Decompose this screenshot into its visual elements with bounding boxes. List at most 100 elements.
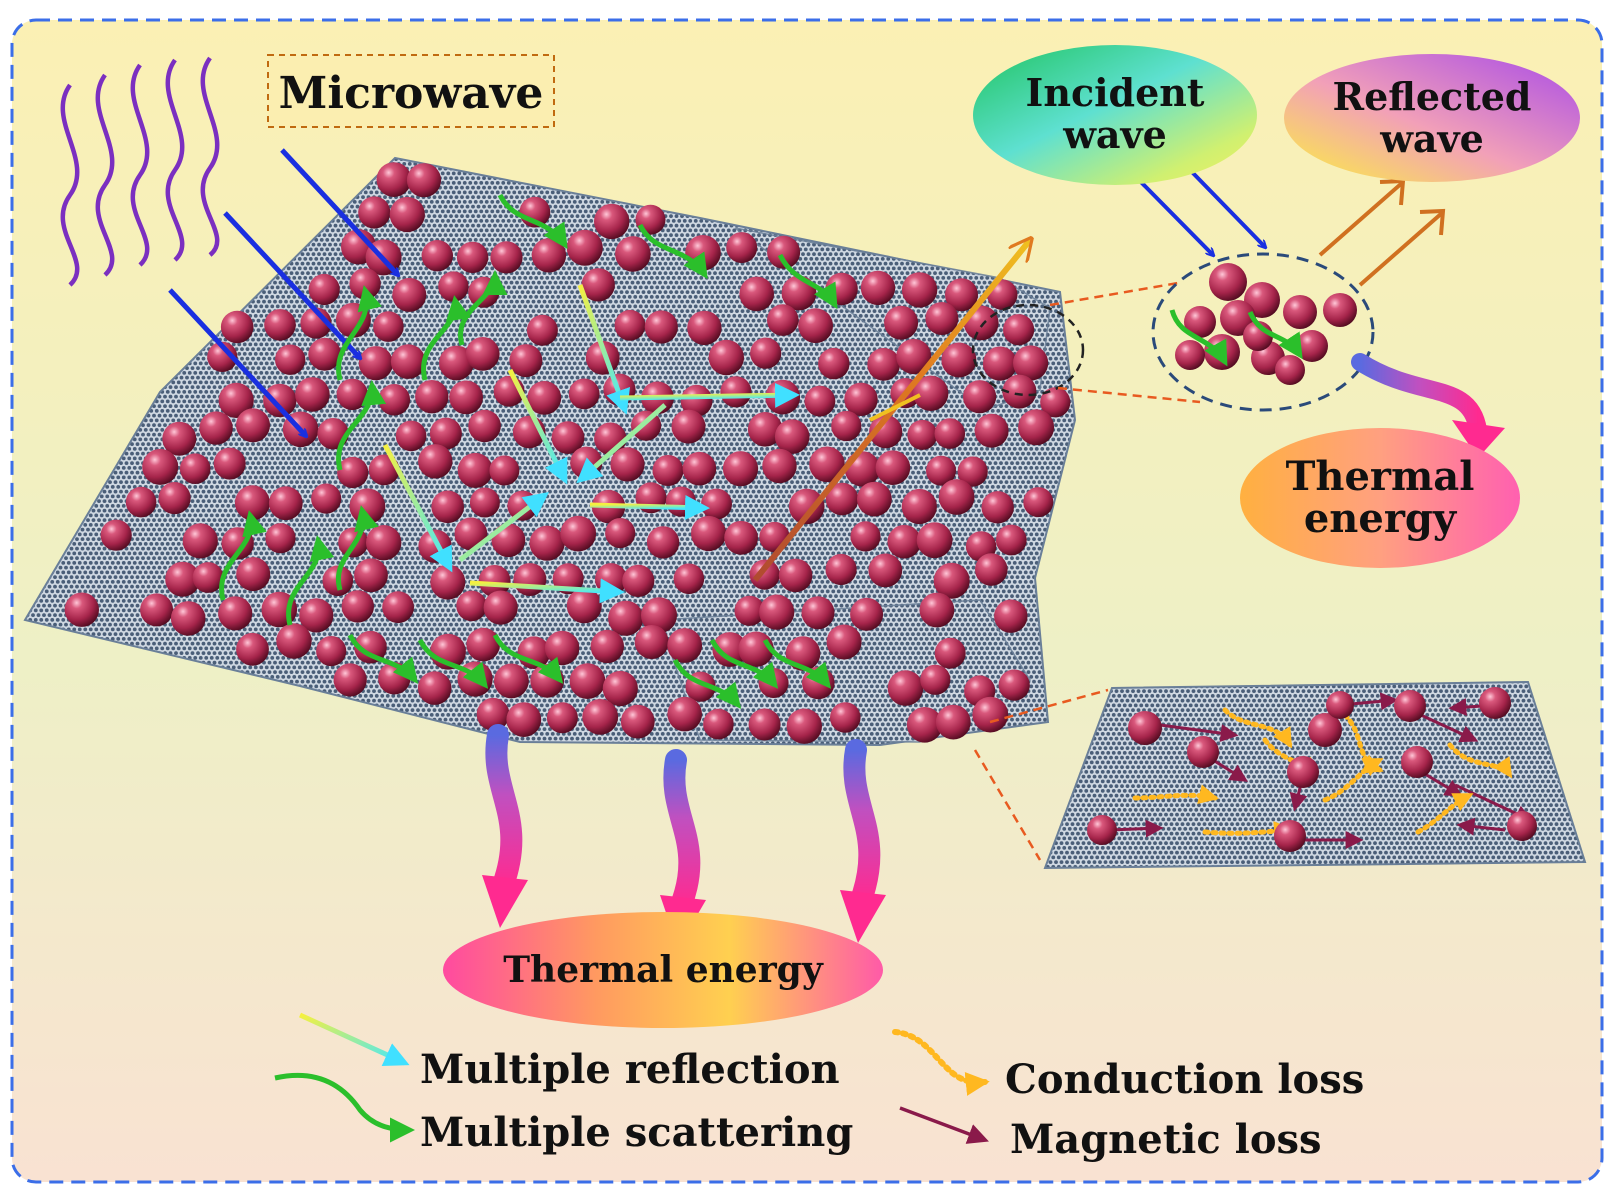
nanoparticle-sphere xyxy=(708,339,744,376)
thermal-energy-right-line1: Thermal xyxy=(1286,453,1475,500)
nanoparticle-sphere xyxy=(418,444,453,479)
nanoparticle-sphere xyxy=(798,308,833,344)
nanoparticle-sphere xyxy=(509,344,543,378)
nanoparticle-sphere xyxy=(311,483,342,514)
nanoparticle-sphere xyxy=(901,488,937,525)
nanoparticle-sphere xyxy=(527,381,562,415)
nanoparticle-sphere xyxy=(192,562,224,593)
microwave-label-box xyxy=(267,54,555,128)
nanoparticle-sphere xyxy=(778,558,813,593)
nanoparticle-sphere xyxy=(429,417,462,450)
incident-wave-label-line1: Incident xyxy=(1026,70,1205,115)
nanoparticle-sphere xyxy=(1003,314,1035,346)
nanoparticle-sphere xyxy=(926,455,956,486)
nanoparticle-sphere xyxy=(945,278,978,312)
nanoparticle-sphere xyxy=(382,591,414,624)
nanoparticle-sphere xyxy=(341,590,374,623)
nanoparticle-sphere xyxy=(170,601,206,636)
nanoparticle-sphere xyxy=(100,519,132,551)
nanoparticle-sphere xyxy=(1018,409,1055,446)
nanoparticle-sphere xyxy=(466,627,501,662)
nanoparticle-sphere xyxy=(469,487,500,518)
nanoparticle-sphere xyxy=(417,671,452,705)
nanoparticle-sphere xyxy=(913,375,949,411)
nanoparticle-sphere xyxy=(354,558,388,593)
nanoparticle-sphere xyxy=(641,597,677,634)
nanoparticle-sphere xyxy=(551,421,585,454)
reflected-wave-arrow-main xyxy=(752,240,1030,582)
nanoparticle-sphere xyxy=(566,588,602,624)
nanoparticle-sphere xyxy=(869,415,903,449)
nanoparticle-sphere xyxy=(868,553,903,588)
nanoparticle-sphere xyxy=(614,309,646,341)
nanoparticle-sphere xyxy=(682,451,717,486)
nanoparticle-sphere xyxy=(875,450,911,486)
nanoparticle-sphere xyxy=(526,314,558,346)
reflected-wave-label-line2: wave xyxy=(1379,116,1484,161)
nanoparticle-sphere xyxy=(300,307,332,339)
nanoparticle-sphere xyxy=(236,408,270,443)
nanoparticle-sphere xyxy=(844,451,881,487)
nanoparticle-sphere xyxy=(1023,487,1054,518)
nanoparticle-sphere xyxy=(667,628,703,663)
nanoparticle-sphere xyxy=(439,345,474,381)
nanoparticle-sphere xyxy=(934,637,966,669)
nanoparticle-sphere xyxy=(1296,330,1328,362)
nanoparticle-sphere xyxy=(308,273,340,306)
nanoparticle-sphere xyxy=(415,380,449,414)
zoom-lines xyxy=(973,281,1201,861)
nanoparticle-sphere xyxy=(337,456,369,489)
nanoparticle-sphere xyxy=(734,595,765,626)
nanoparticle-sphere xyxy=(395,420,427,452)
nanoparticle-sphere xyxy=(218,596,253,631)
nanoparticle-sphere xyxy=(919,592,955,628)
nanoparticle-sphere xyxy=(615,236,651,272)
nanoparticle-sphere xyxy=(712,632,748,667)
nanoparticle-sphere xyxy=(568,378,600,410)
nanoparticle-sphere xyxy=(316,636,347,667)
dashed-frame xyxy=(10,18,1604,1184)
nanoparticle-sphere xyxy=(140,593,174,627)
nanoparticle-sphere xyxy=(199,411,233,445)
nanoparticle-sphere xyxy=(644,310,678,344)
nanoparticle-sphere xyxy=(759,594,795,630)
nanoparticle-sphere xyxy=(581,268,615,302)
nanoparticle-sphere xyxy=(726,232,758,264)
nanoparticle-sphere xyxy=(1184,306,1216,338)
multiple-scattering-arrows xyxy=(219,193,838,709)
nanoparticle-sphere xyxy=(165,561,201,597)
nanoparticle-sphere xyxy=(957,456,988,487)
nanoparticle-sphere xyxy=(449,380,483,415)
nanoparticle-sphere xyxy=(378,384,411,416)
nanoparticle-sphere xyxy=(430,564,466,600)
nanoparticle-sphere xyxy=(809,446,845,483)
nanoparticle-sphere xyxy=(722,451,759,487)
nanoparticle-sphere xyxy=(963,380,997,414)
nanoparticle-sphere xyxy=(268,486,303,521)
nanoparticle-sphere xyxy=(1209,263,1247,301)
nanoparticle-sphere xyxy=(529,525,565,561)
nanoparticle-sphere xyxy=(465,337,500,371)
nanoparticle-sphere xyxy=(489,455,520,486)
nanoparticle-sphere xyxy=(634,625,669,659)
incident-wave-label-line2: wave xyxy=(1062,112,1167,157)
nanoparticle-sphere xyxy=(275,344,306,375)
nanoparticle-sphere xyxy=(308,337,342,371)
nanoparticle-sphere xyxy=(804,385,836,417)
nanoparticle-sphere xyxy=(162,421,197,456)
nanoparticle-sphere xyxy=(767,304,799,336)
nanoparticle-sphere xyxy=(748,708,781,741)
nanoparticle-sphere xyxy=(264,309,296,341)
nanoparticle-sphere xyxy=(220,310,254,344)
nanoparticle-sphere xyxy=(867,348,901,381)
nanoparticle-sphere xyxy=(1308,713,1342,747)
magnetic-nanoparticles xyxy=(64,162,1071,744)
nanoparticle-sphere xyxy=(767,235,801,269)
nanoparticle-sphere xyxy=(739,276,774,312)
nanoparticle-sphere xyxy=(671,409,706,444)
nanoparticle-sphere xyxy=(933,562,970,599)
nanoparticle-sphere xyxy=(392,277,427,312)
nanoparticle-sphere xyxy=(483,590,518,625)
